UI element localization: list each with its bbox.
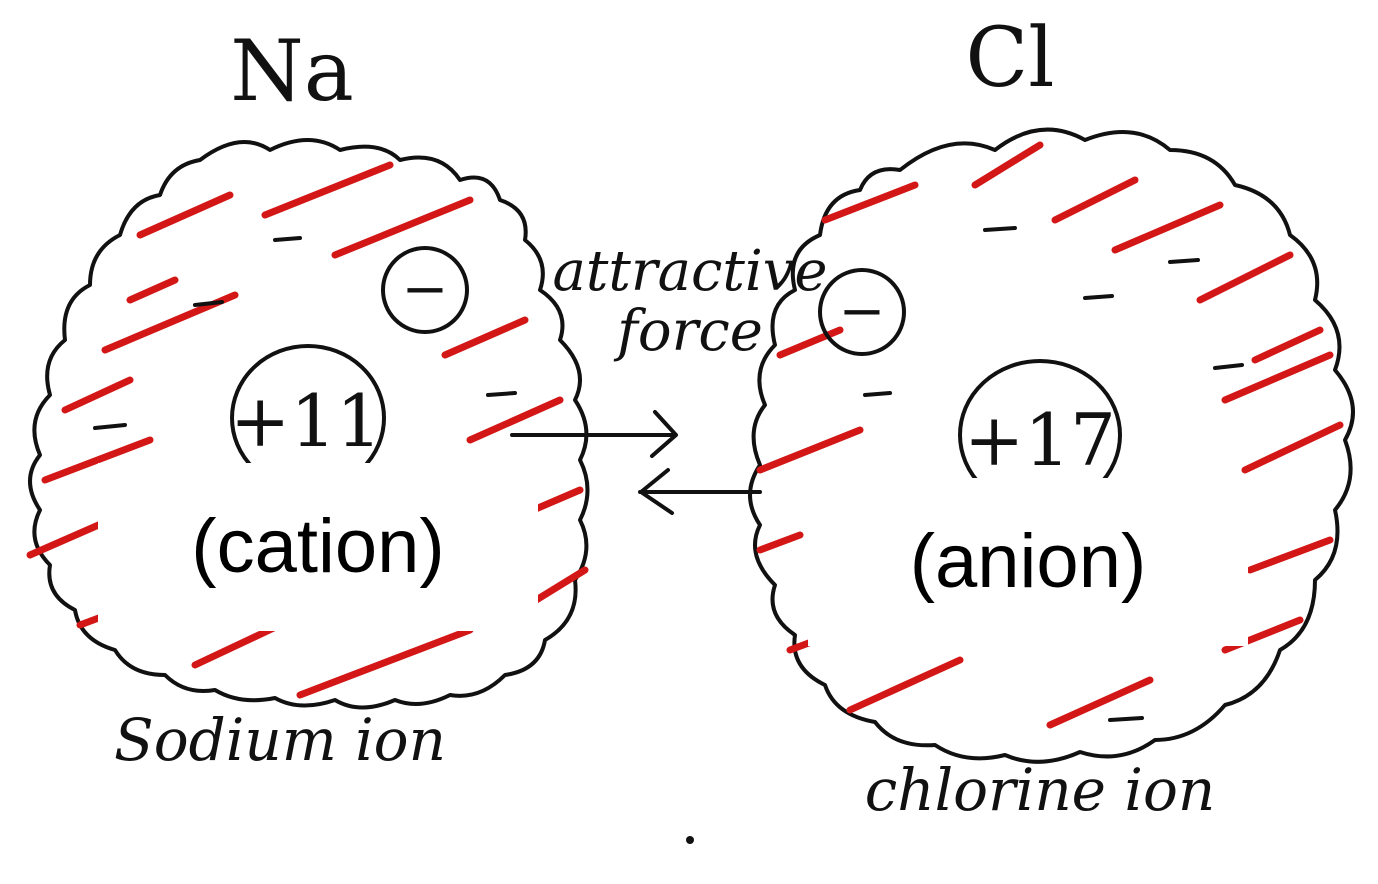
- chlorine-electron-circle: [818, 268, 906, 356]
- sodium-caption: Sodium ion: [114, 706, 446, 774]
- sodium-electron: −: [381, 246, 469, 334]
- sodium-symbol: Na: [230, 22, 354, 120]
- sodium-nucleus-charge: +11: [230, 379, 382, 463]
- chlorine-symbol: Cl: [966, 11, 1055, 106]
- force-arrow-right: [510, 410, 678, 458]
- sodium-nucleus: +11: [230, 344, 386, 492]
- chlorine-electron-dashes: [863, 226, 1244, 722]
- chlorine-nucleus: +17: [958, 359, 1122, 511]
- chlorine-ion: − +17: [748, 127, 1355, 764]
- sodium-electron-circle: [381, 246, 469, 334]
- stray-dot: [686, 836, 694, 844]
- chlorine-electron-symbol: −: [839, 279, 886, 344]
- chlorine-caption: chlorine ion: [865, 756, 1216, 824]
- sodium-ion-cloud: [28, 138, 590, 710]
- chlorine-nucleus-charge: +17: [964, 398, 1116, 482]
- chlorine-ion-cloud: [748, 127, 1355, 764]
- cation-label: (cation): [98, 463, 538, 631]
- sodium-electron-dashes: [93, 236, 517, 430]
- attractive-force-line2: force: [613, 299, 763, 364]
- attractive-force-label: attractive force: [552, 239, 827, 364]
- chlorine-electron: −: [818, 268, 906, 356]
- force-arrow-left: [638, 468, 762, 515]
- attractive-force-line1: attractive: [552, 239, 827, 304]
- chlorine-hatching: [756, 141, 1344, 729]
- sodium-electron-symbol: −: [402, 257, 449, 322]
- anion-label: (anion): [808, 478, 1248, 646]
